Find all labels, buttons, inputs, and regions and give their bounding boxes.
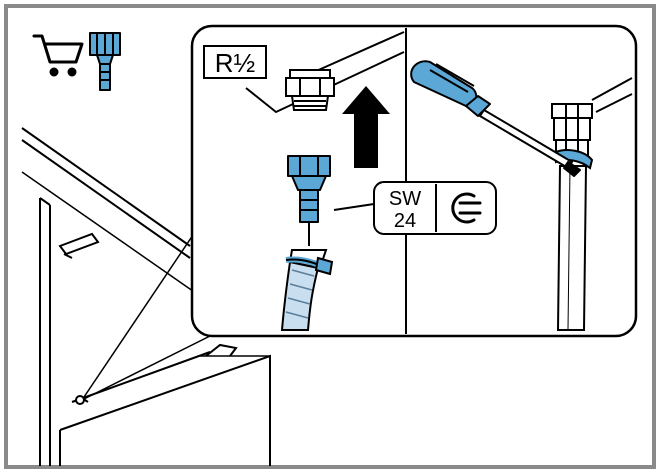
wrench-size-label-bottom: 24 bbox=[394, 210, 416, 232]
up-arrow-icon bbox=[342, 86, 390, 168]
pipe bbox=[556, 165, 588, 331]
thread-size-box bbox=[203, 45, 267, 79]
thread-size-label: R½ bbox=[215, 48, 255, 78]
wrench-icon bbox=[451, 192, 482, 224]
tap-connector bbox=[285, 69, 335, 111]
callout-lines bbox=[81, 231, 213, 401]
size-pointer bbox=[333, 203, 375, 211]
hose-adapter-part bbox=[287, 155, 331, 223]
wall-lines bbox=[245, 31, 405, 114]
hose bbox=[280, 222, 334, 331]
shopping-cart-icon bbox=[32, 34, 84, 77]
hose-adapter-icon bbox=[89, 32, 121, 91]
wall-lines-right bbox=[591, 77, 633, 113]
wrench-size-label-top: SW bbox=[389, 188, 421, 210]
screwdriver-icon bbox=[410, 60, 581, 177]
callout-point bbox=[75, 395, 85, 405]
